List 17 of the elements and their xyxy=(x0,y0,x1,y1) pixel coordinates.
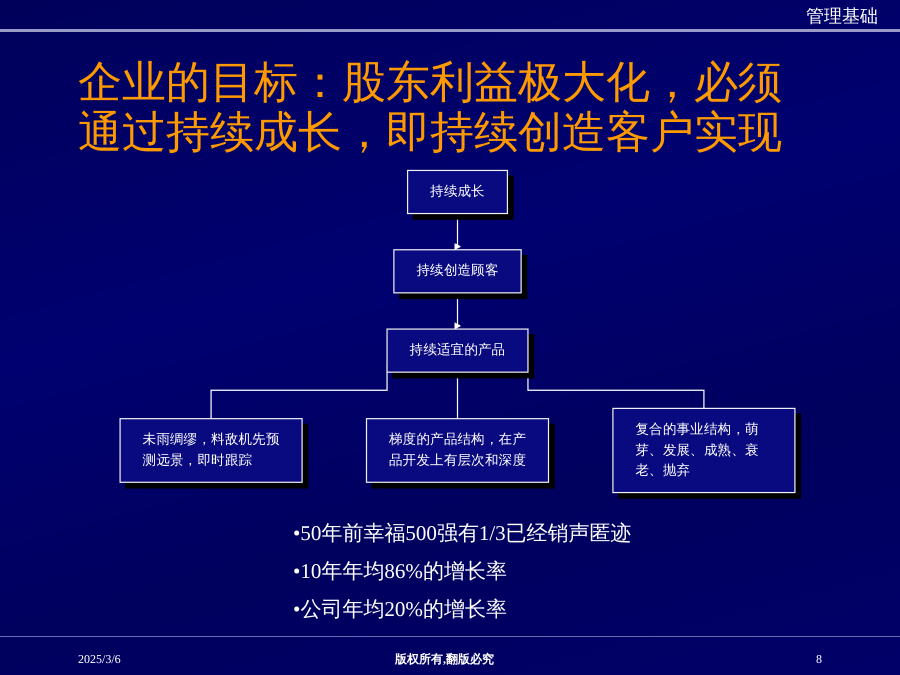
page-number: 8 xyxy=(816,651,822,667)
arrow xyxy=(454,292,462,330)
bullet-text: •50年前幸福500强有1/3已经销声匿迹 xyxy=(293,521,632,545)
node-box: 持续创造顾客 xyxy=(393,249,522,294)
footer-copyright: 版权所有,翻版必究 xyxy=(395,651,494,667)
node-box: 梯度的产品结构，在产品开发上有层次和深度 xyxy=(366,418,550,483)
node-box: 持续成长 xyxy=(406,170,508,214)
node-box: 持续适宜的产品 xyxy=(386,328,529,373)
bullet-text: •公司年均20%的增长率 xyxy=(293,597,507,621)
footer-date: 2025/3/6 xyxy=(78,651,121,667)
header-text: 管理基础 xyxy=(806,6,878,28)
slide-title: 企业的目标：股东利益极大化，必须通过持续成长，即持续创造客户实现 xyxy=(78,58,783,158)
arrow xyxy=(454,214,462,250)
node-box: 未雨绸缪，料敌机先预测远景，即时跟踪 xyxy=(119,418,303,483)
bullet-text: •10年年均86%的增长率 xyxy=(293,559,507,583)
node-box: 复合的事业结构，萌芽、发展、成熟、衰老、抛弃 xyxy=(612,408,796,494)
connector xyxy=(456,372,458,420)
